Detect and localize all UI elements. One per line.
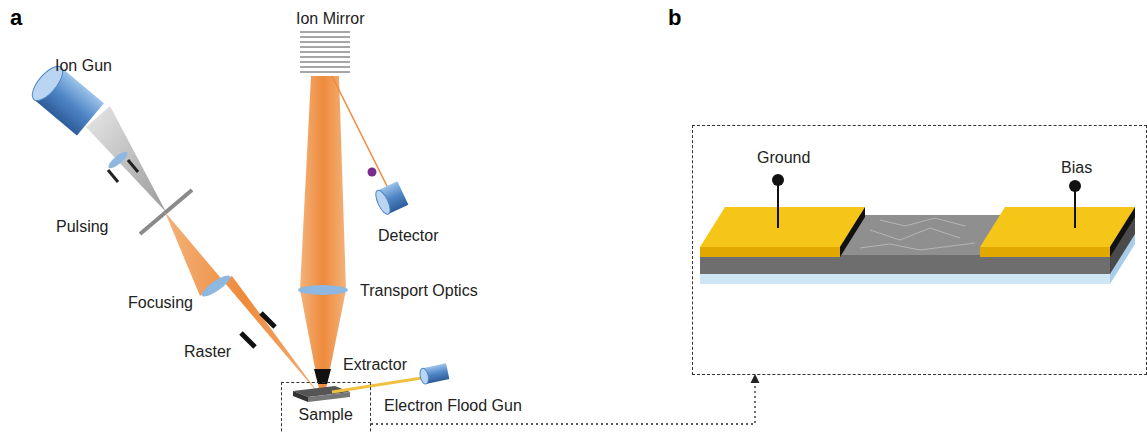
- gun-lens: [106, 149, 130, 171]
- ion-mirror-part: [300, 31, 350, 33]
- part-label: Pulsing: [56, 217, 108, 236]
- electron-flood-gun-part: [419, 367, 430, 384]
- sample-region: Sample: [281, 382, 371, 432]
- device-part: [1074, 186, 1076, 228]
- ion-mirror-part: [300, 41, 350, 43]
- sample-slab-part: [308, 392, 350, 402]
- part-label: Electron Flood Gun: [384, 396, 522, 415]
- ion-mirror-part: [300, 46, 350, 48]
- pulsing-plate: [128, 160, 138, 172]
- sample-slab-part: [293, 391, 308, 402]
- detector: [373, 181, 408, 216]
- pulsing-plate: [108, 170, 118, 182]
- focusing-lens: [199, 272, 233, 300]
- device-part: [880, 218, 965, 226]
- transport-lens: [298, 285, 348, 295]
- device-part: [700, 207, 865, 247]
- ion-mirror: [300, 32, 350, 72]
- device-part: [980, 247, 1110, 257]
- device-region: GroundBias: [692, 125, 1147, 375]
- ion-mirror-part: [300, 61, 350, 63]
- node-label: Ground: [757, 148, 810, 167]
- device: [700, 174, 1135, 284]
- reflected-beam: [332, 76, 388, 188]
- part-label: Focusing: [128, 293, 193, 312]
- node-label: Sample: [299, 405, 353, 424]
- device-part: [772, 174, 784, 186]
- ion-mirror-part: [300, 56, 350, 58]
- device-part: [980, 207, 1135, 247]
- device-part: [840, 207, 865, 257]
- device-part: [700, 247, 840, 257]
- electron-flood-gun: [419, 363, 450, 384]
- part-label: Ion Mirror: [296, 9, 364, 28]
- electron-beam: [332, 378, 422, 392]
- dotted-connector: [371, 375, 755, 424]
- part-label: Raster: [184, 342, 231, 361]
- ion-mirror-part: [300, 66, 350, 68]
- panel-letter: a: [10, 6, 22, 30]
- ion-mirror-part: [300, 71, 350, 73]
- sample-slab: [293, 386, 350, 402]
- part-label: Transport Optics: [360, 281, 478, 300]
- device-part: [777, 180, 779, 228]
- ion-mirror-part: [300, 51, 350, 53]
- device-part: [1110, 207, 1135, 257]
- raster-plate: [241, 333, 255, 347]
- ion-mirror-part: [300, 36, 350, 38]
- device-part: [870, 228, 960, 240]
- part-label: Detector: [378, 226, 438, 245]
- device-part: [700, 255, 1110, 274]
- device-part: [1069, 180, 1081, 192]
- pulsing-chopper: [140, 190, 192, 234]
- raster-plate: [261, 313, 275, 327]
- ion-beam-cone: [86, 106, 166, 212]
- part-label: Ion Gun: [55, 56, 112, 75]
- detector-part: [373, 188, 393, 216]
- panel-letter: b: [668, 6, 681, 30]
- secondary-ion: [368, 168, 377, 177]
- secondary-beam: [300, 76, 346, 394]
- part-label: Extractor: [343, 355, 407, 374]
- device-part: [860, 243, 975, 250]
- node-label: Bias: [1061, 158, 1092, 177]
